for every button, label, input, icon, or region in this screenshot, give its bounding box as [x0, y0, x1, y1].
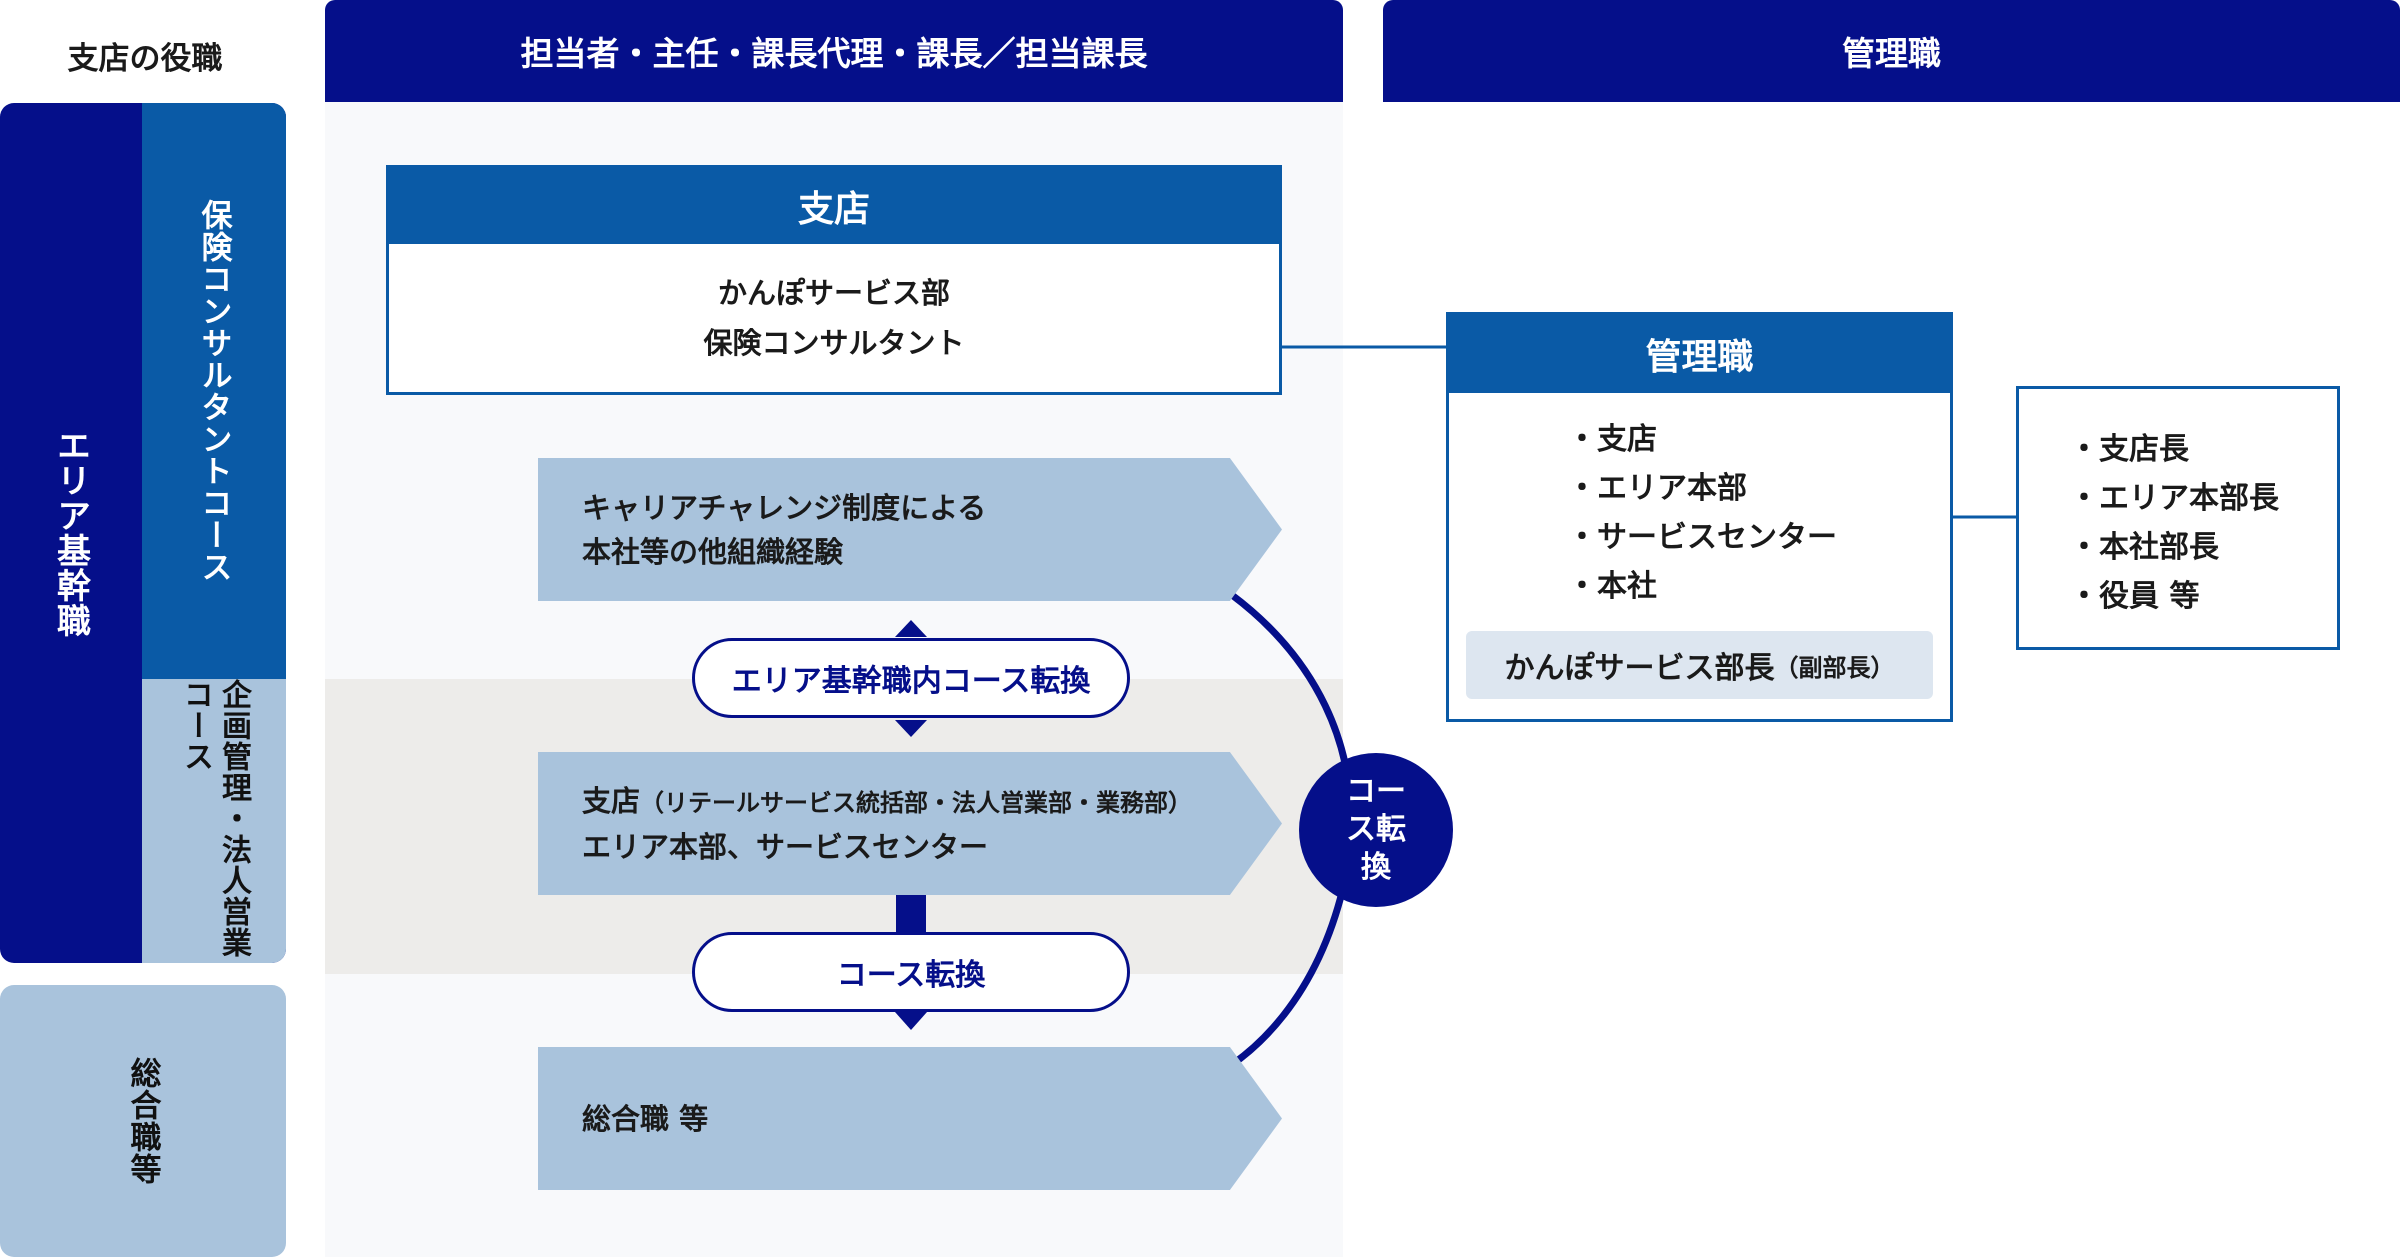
branch-line-2: 保険コンサルタント [703, 326, 965, 360]
management-box: 管理職 ・支店 ・エリア本部 ・サービスセンター ・本社 かんぽサービス部長（副… [1446, 312, 1953, 722]
management-list: ・支店 ・エリア本部 ・サービスセンター ・本社 [1449, 393, 1950, 611]
general-panel [0, 985, 286, 1257]
office-line-1-main: 支店 [582, 783, 641, 818]
mgmt-footer: かんぽサービス部長（副部長） [1466, 631, 1933, 699]
mgmt-item-hq: ・本社 [1567, 569, 1657, 604]
position-executive: ・役員 等 [2069, 579, 2200, 614]
area-course-change-pill: エリア基幹職内コース転換 [692, 638, 1130, 718]
management-box-title: 管理職 [1449, 315, 1950, 393]
mgmt-footer-sub: （副部長） [1774, 653, 1895, 682]
office-line-1: 支店（リテールサービス統括部・法人営業部・業務部） [582, 779, 1282, 825]
positions-box: ・支店長 ・エリア本部長 ・本社部長 ・役員 等 [2016, 386, 2340, 650]
branch-line-1: かんぽサービス部 [717, 276, 950, 310]
branch-box-title: 支店 [389, 168, 1279, 244]
career-line-1: キャリアチャレンジ制度による [582, 490, 987, 525]
mgmt-item-branch: ・支店 [1567, 422, 1657, 457]
branch-role-header: 支店の役職 [67, 40, 223, 77]
position-area-head: ・エリア本部長 [2069, 481, 2279, 516]
office-line-2: エリア本部、サービスセンター [582, 829, 989, 864]
insurance-course-panel [142, 103, 286, 679]
mgmt-item-area: ・エリア本部 [1567, 471, 1747, 506]
insurance-course-label: 保険コンサルタントコース [195, 199, 232, 583]
mgmt-item-service: ・サービスセンター [1567, 520, 1837, 555]
general-box-label: 総合職 等 [582, 1101, 709, 1136]
branch-box: 支店 かんぽサービス部 保険コンサルタント [386, 165, 1282, 395]
position-hq-director: ・本社部長 [2069, 530, 2219, 565]
career-line-2: 本社等の他組織経験 [582, 534, 844, 569]
career-challenge-box: キャリアチャレンジ制度による 本社等の他組織経験 [538, 458, 1282, 601]
course-change-circle: コース転換 [1299, 753, 1453, 907]
position-branch-manager: ・支店長 [2069, 432, 2189, 467]
staff-levels-header: 担当者・主任・課長代理・課長／担当課長 [325, 0, 1343, 102]
course-change-pill: コース転換 [692, 932, 1130, 1012]
planning-course-label: 企画管理・法人営業コース [178, 679, 251, 958]
area-core-label: エリア基幹職 [50, 428, 91, 638]
general-box: 総合職 等 [538, 1047, 1282, 1190]
office-box: 支店（リテールサービス統括部・法人営業部・業務部） エリア本部、サービスセンター [538, 752, 1282, 895]
general-label: 総合職等 [124, 1057, 161, 1185]
planning-course-panel [142, 679, 286, 963]
mgmt-footer-main: かんぽサービス部長 [1504, 651, 1775, 686]
office-line-1-sub: （リテールサービス統括部・法人営業部・業務部） [640, 788, 1193, 817]
management-header: 管理職 [1383, 0, 2400, 102]
